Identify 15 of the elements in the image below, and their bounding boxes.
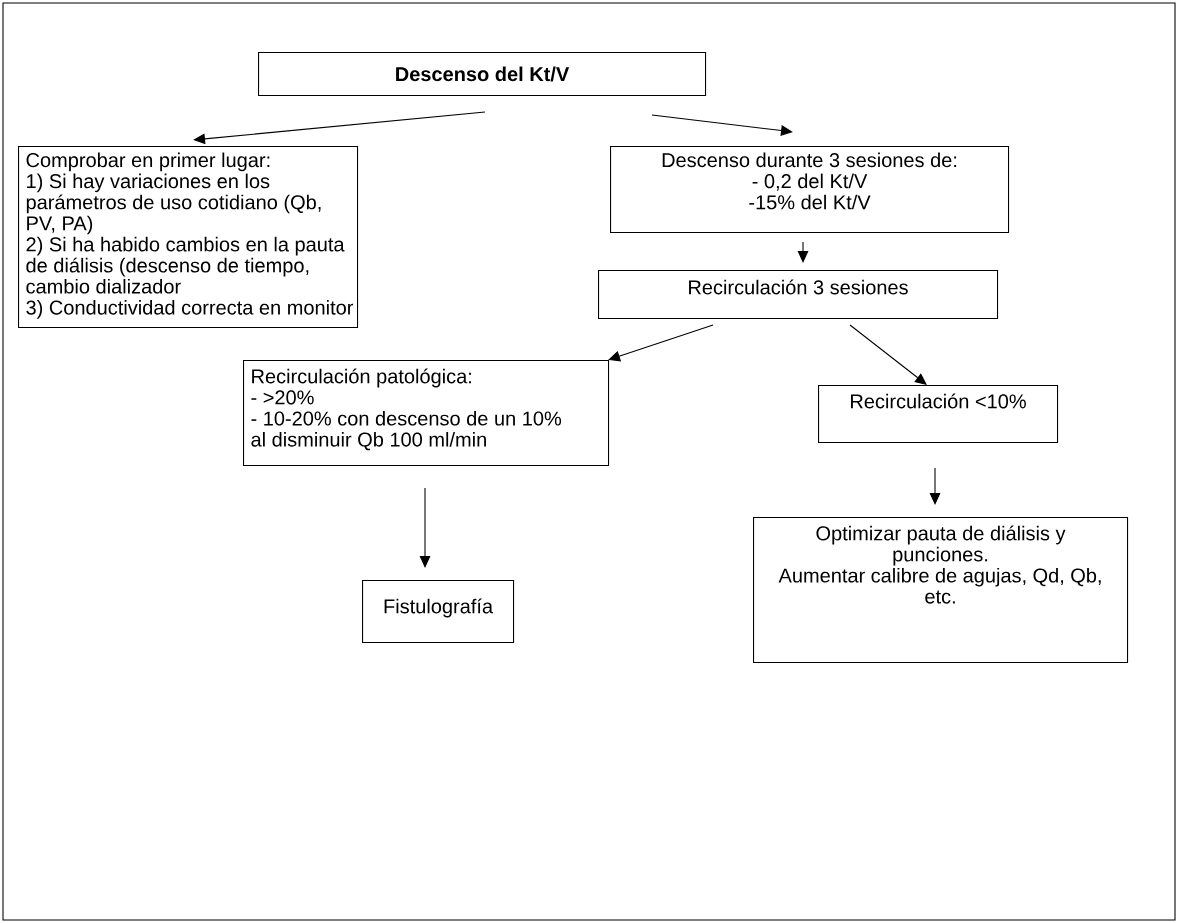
arrow (929, 467, 941, 505)
process-box: Fistulografía (362, 580, 515, 644)
process-box: Descenso durante 3 sesiones de: - 0,2 del Kt/V -15% del Kt/V (610, 146, 1010, 234)
arrow (651, 114, 793, 136)
arrow (419, 487, 431, 568)
arrow (849, 324, 927, 385)
process-box: Recirculación <10% (818, 385, 1059, 444)
process-box: Descenso del Kt/V (258, 52, 707, 97)
arrow (608, 324, 714, 362)
process-box: Comprobar en primer lugar: 1) Si hay variaciones en los parámetros de uso cotidiano (Qb, PV, PA) 2) Si ha habido cambios en la pauta de diálisis (descenso de tiempo, cambio dializador 3) Conductividad correcta en monitor (18, 146, 359, 329)
process-box: Optimizar pauta de diálisis y punciones. Aumentar calibre de agujas, Qd, Qb, etc. (753, 517, 1129, 664)
process-box: Recirculación patológica: - >20% - 10-20% con descenso de un 10% al disminuir Qb 100 ml/min (243, 360, 610, 467)
process-box: Recirculación 3 sesiones (598, 270, 999, 320)
arrow (193, 111, 486, 145)
arrow (797, 241, 809, 263)
